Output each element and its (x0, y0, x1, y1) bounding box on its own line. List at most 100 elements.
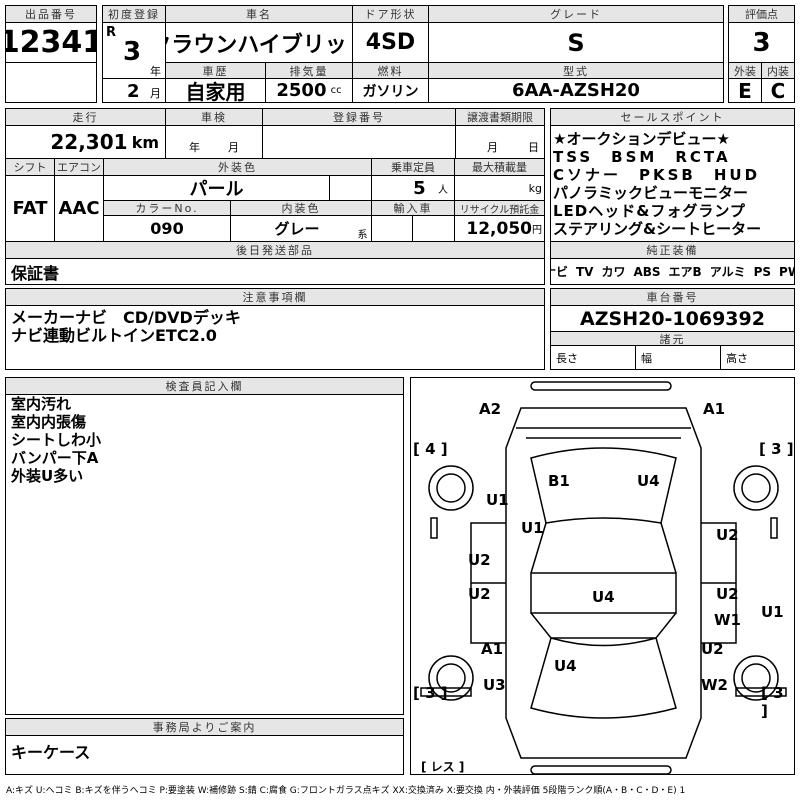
first-reg-cell: R 3 年 2 月 (102, 22, 166, 103)
model: 6AA-AZSH20 (428, 78, 724, 103)
sales-point: Cソナー PKSB HUD (553, 166, 761, 184)
inspector-line: 外装U多い (11, 467, 84, 485)
sales-points: ★オークションデビュー★ TSS BSM RCTA Cソナー PKSB HUD … (550, 125, 795, 242)
aircon: AAC (54, 175, 104, 242)
grade: S (428, 22, 724, 63)
equip-item: エアB (668, 265, 702, 279)
equip-item: TV (575, 264, 594, 279)
office-note: キーケース (5, 735, 404, 775)
ext-color-label: 外装色 (103, 158, 372, 176)
mileage: 22,301 (50, 130, 128, 154)
recycle-label: リサイクル預託金 (454, 200, 545, 216)
sales-points-label: セールスポイント (550, 108, 795, 126)
damage-mark: W2 (701, 676, 728, 694)
max-load: kg (454, 175, 545, 201)
displacement-cell: 2500 cc (265, 78, 353, 103)
damage-mark: U2 (468, 551, 491, 569)
capacity-cell: 5 人 (371, 175, 455, 201)
door-label: ドア形状 (352, 5, 429, 23)
km-unit: km (131, 132, 159, 152)
damage-mark: U1 (486, 491, 509, 509)
lot-blank (5, 62, 97, 103)
inspector-label: 検査員記入欄 (5, 377, 404, 395)
damage-mark: U1 (761, 603, 784, 621)
capacity-label: 乗車定員 (371, 158, 455, 176)
fuel-label: 燃料 (352, 62, 429, 79)
damage-mark: U2 (468, 585, 491, 603)
note-line: メーカーナビ CD/DVDデッキ (11, 308, 241, 327)
later-parts-label: 後日発送部品 (5, 241, 545, 259)
equipment: ナビ TV カワ ABS エアB アルミ PS PW (550, 258, 795, 285)
office-label: 事務局よりご案内 (5, 718, 404, 736)
equip-item: PS (753, 264, 772, 279)
max-load-label: 最大積載量 (454, 158, 545, 176)
height: 高さ (720, 345, 795, 370)
damage-mark: [ 3 ] (761, 684, 784, 720)
transfer-label: 譲渡書類期限 (455, 108, 545, 126)
displacement-label: 排気量 (265, 62, 353, 79)
capacity: 5 (413, 177, 426, 199)
reg-month: 2 (127, 81, 140, 102)
aircon-label: エアコン (54, 158, 104, 176)
grade-label: グレード (428, 5, 724, 23)
equip-item: ナビ (551, 265, 568, 279)
damage-diagram: A2 A1 [ 4 ] [ 3 ] B1 U4 U1 U1 U2 U2 U2 U… (410, 377, 795, 775)
damage-mark: [ 3 ] (759, 440, 794, 458)
reg-number-label: 登録番号 (262, 108, 456, 126)
int-color-label: 内装色 (230, 200, 372, 216)
sales-point: パノラミックビューモニター (553, 184, 749, 202)
cc-unit: cc (330, 85, 342, 96)
transfer-cell: 月日 (455, 125, 545, 159)
notes-label: 注意事項欄 (5, 288, 545, 306)
damage-mark: U1 (521, 519, 544, 537)
width: 幅 (635, 345, 721, 370)
int-label: 内装 (761, 62, 795, 79)
int-score: C (761, 78, 795, 103)
transfer-day-unit: 日 (528, 141, 539, 154)
mileage-label: 走行 (5, 108, 166, 126)
damage-mark: U4 (637, 472, 660, 490)
damage-mark: U3 (483, 676, 506, 694)
damage-mark: B1 (548, 472, 570, 490)
equip-item: ABS (633, 264, 661, 279)
reg-year: 3 (123, 37, 142, 67)
equip-item: PW (779, 264, 794, 279)
inspector-line: 室内汚れ (11, 395, 72, 413)
inspector-line: バンパー下A (11, 449, 99, 467)
import-label: 輸入車 (371, 200, 455, 216)
car-name-label: 車名 (165, 5, 353, 23)
damage-mark: W1 (714, 611, 741, 629)
later-parts: 保証書 (5, 258, 545, 285)
chassis-number: AZSH20-1069392 (550, 305, 795, 332)
note-line: ナビ連動ビルトインETC2.0 (11, 326, 217, 345)
int-color: グレー (274, 220, 320, 238)
ext-color: パール (103, 175, 330, 201)
damage-mark: [ 3 ] (413, 684, 448, 702)
damage-mark: [ 4 ] (413, 440, 448, 458)
lot-number: 12341 (5, 22, 97, 63)
import-cell-1 (371, 215, 413, 242)
import-cell-2 (412, 215, 455, 242)
damage-mark: [ レス ] (421, 760, 465, 774)
yen-unit: 円 (532, 225, 542, 236)
damage-mark: U2 (716, 585, 739, 603)
length: 長さ (550, 345, 636, 370)
score: 3 (728, 22, 795, 63)
displacement: 2500 (276, 80, 327, 101)
int-color-cell: グレー系 (230, 215, 372, 242)
notes: メーカーナビ CD/DVDデッキ ナビ連動ビルトインETC2.0 (5, 305, 545, 370)
insp-year-unit: 年 (189, 141, 200, 154)
equipment-label: 純正装備 (550, 241, 795, 259)
era: R (106, 25, 117, 40)
year-unit: 年 (150, 65, 161, 78)
shift: FAT (5, 175, 55, 242)
car-outline-icon (420, 381, 787, 775)
lot-label: 出品番号 (5, 5, 97, 23)
dims-label: 諸元 (550, 331, 795, 346)
shift-label: シフト (5, 158, 55, 176)
ext-color-extra (329, 175, 372, 201)
equip-item: アルミ (709, 265, 746, 279)
inspection-label: 車検 (165, 108, 263, 126)
sales-point: TSS BSM RCTA (553, 148, 731, 166)
